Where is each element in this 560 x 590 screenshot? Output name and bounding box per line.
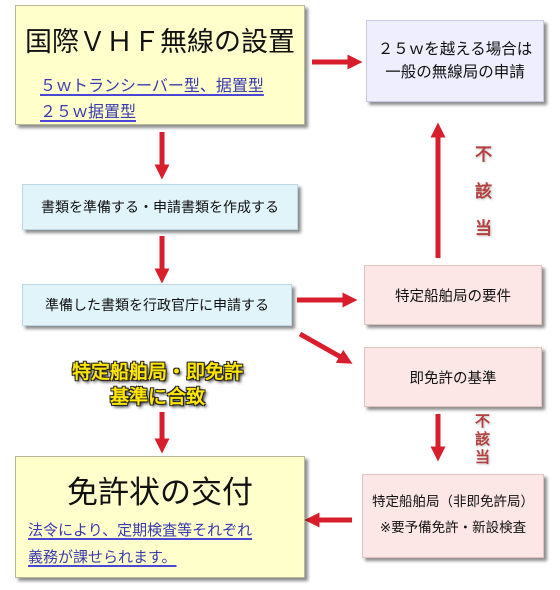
license-title: 免許状の交付 (67, 475, 253, 511)
install-line1: ５ｗトランシーバー型、据置型 (40, 76, 264, 95)
install-line2: ２５ｗ据置型 (40, 102, 137, 121)
install-title: 国際ＶＨＦ無線の設置 (25, 27, 295, 58)
special-vessel-box: 特定船舶局の要件 (364, 265, 542, 325)
special-vessel-label: 特定船舶局の要件 (395, 288, 511, 305)
callout-line2: 基準に合致 (109, 385, 205, 408)
install-box: 国際ＶＨＦ無線の設置 ５ｗトランシーバー型、据置型 ２５ｗ据置型 (15, 5, 305, 125)
arrow-apply-to-immediate (298, 331, 353, 364)
nonapplicable-top-3: 当 (475, 219, 492, 239)
license-box: 免許状の交付 法令により、定期検査等それぞれ 義務が課せられます。 (15, 456, 305, 578)
over25-box: ２５ｗを越える場合は 一般の無線局の申請 (366, 20, 544, 102)
over25-line2: 一般の無線局の申請 (385, 63, 525, 81)
license-line2: 義務が課せられます。 (28, 548, 177, 566)
nonapplicable-bottom-2: 該 (475, 430, 491, 448)
license-line1: 法令により、定期検査等それぞれ (28, 521, 253, 539)
nonapplicable-bottom-3: 当 (475, 448, 491, 466)
nonimmediate-line1: 特定船舶局（非即免許局） (372, 494, 534, 511)
immediate-license-label: 即免許の基準 (409, 370, 497, 387)
immediate-license-box: 即免許の基準 (364, 347, 542, 407)
callout-text: 特定船舶局・即免許 基準に合致 (20, 360, 295, 409)
apply-label: 準備した書類を行政官庁に申請する (45, 298, 269, 314)
apply-box: 準備した書類を行政官庁に申請する (22, 284, 292, 326)
nonapplicable-top-1: 不 (475, 145, 492, 165)
prepare-box: 書類を準備する・申請書類を作成する (22, 184, 298, 230)
nonimmediate-line2: ※要予備免許・新設検査 (379, 520, 527, 536)
nonapplicable-bottom-1: 不 (475, 412, 491, 430)
over25-line1: ２５ｗを越える場合は (377, 39, 533, 58)
callout-line1: 特定船舶局・即免許 (71, 361, 243, 383)
prepare-label: 書類を準備する・申請書類を作成する (41, 200, 279, 216)
nonimmediate-box: 特定船舶局（非即免許局） ※要予備免許・新設検査 (362, 474, 544, 558)
nonapplicable-top-2: 該 (475, 182, 492, 202)
